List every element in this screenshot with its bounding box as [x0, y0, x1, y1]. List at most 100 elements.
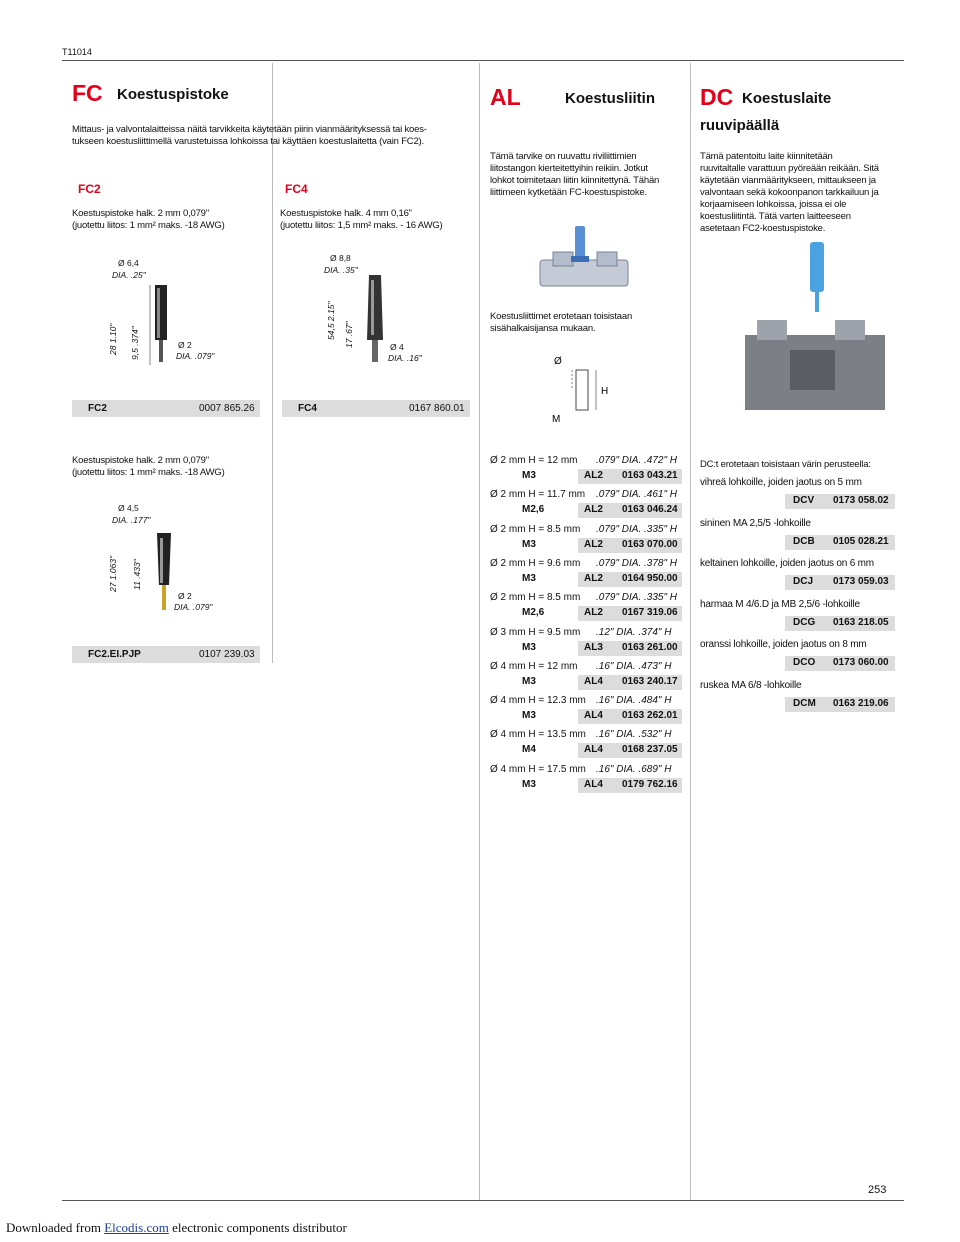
al-item-inch: .079" DIA. .378" H [596, 558, 678, 569]
al-item-thread: M3 [522, 573, 536, 584]
top-rule [62, 60, 904, 61]
diag-body [575, 369, 589, 411]
fc2-dia-bot-inch: DIA. .079" [176, 351, 215, 361]
al-item-thread: M3 [522, 470, 536, 481]
fc2-dia-top-inch: DIA. .25" [112, 270, 146, 280]
fc4-order-type: FC4 [298, 403, 317, 414]
fc4-dia-top-inch: DIA. .35" [324, 265, 358, 275]
al-item-code-box [578, 469, 682, 484]
al-item-spec: Ø 4 mm H = 12 mm [490, 661, 578, 672]
al-item-thread: M3 [522, 779, 536, 790]
al-item-spec: Ø 4 mm H = 17.5 mm [490, 764, 586, 775]
al-item-ref: AL4 [584, 779, 603, 790]
fc4-label: FC4 [285, 182, 308, 196]
al-item-code-box [578, 538, 682, 553]
fc2-pjp-dia-top: Ø 4,5 [118, 503, 139, 513]
fc4-order-code: 0167 860.01 [409, 403, 465, 414]
al-item-code: 0163 261.00 [622, 642, 678, 653]
al-item-spec: Ø 2 mm H = 11.7 mm [490, 489, 586, 500]
al-item-code: 0163 046.24 [622, 504, 678, 515]
dc-item-ref: DCV [793, 495, 815, 506]
dc-item-code: 0173 060.00 [833, 657, 889, 668]
al-item-inch: .16" DIA. .689" H [596, 764, 672, 775]
fc2-length: 28 1.10" [108, 323, 118, 355]
al-item-spec: Ø 4 mm H = 13.5 mm [490, 729, 586, 740]
fc4-order-row: FC4 0167 860.01 [282, 400, 470, 417]
al-item-ref: AL2 [584, 607, 603, 618]
dc-item-ref: DCO [793, 657, 816, 668]
al-item-thread: M3 [522, 539, 536, 550]
al-item-code-box [578, 606, 682, 621]
test-connector-base [571, 256, 589, 262]
al-item-code-box [578, 572, 682, 587]
column-divider [272, 63, 273, 663]
dc-title: Koestuslaite [742, 90, 832, 107]
fc2-pjp-highlight [160, 538, 163, 583]
fc4-description: Koestuspistoke halk. 4 mm 0,16" (juotett… [280, 208, 443, 231]
footer-source: Downloaded from Elcodis.com electronic c… [6, 1220, 347, 1235]
fc2-pjp-length2: 11 .433" [132, 559, 142, 590]
al-item-ref: AL4 [584, 710, 603, 721]
fc2-order-row: FC2 0007 865.26 [72, 400, 260, 417]
al-item-ref: AL2 [584, 539, 603, 550]
dc-item-text: oranssi lohkoille, joiden jaotus on 8 mm [700, 639, 867, 650]
fc2-plug-drawing [149, 285, 167, 365]
dc-item-code-box [785, 616, 895, 631]
fc-description: Mittaus- ja valvontalaitteissa näitä tar… [72, 124, 427, 147]
dc-item-text: harmaa M 4/6.D ja MB 2,5/6 -lohkoille [700, 599, 860, 610]
column-divider [479, 63, 480, 1200]
fc2-pin [159, 340, 163, 362]
fc2-pjp-order-row: FC2.EI.PJP 0107 239.03 [72, 646, 260, 663]
dc-item-ref: DCB [793, 536, 815, 547]
al-item-code: 0163 043.21 [622, 470, 678, 481]
al-item-code-box [578, 503, 682, 518]
al-code: AL [490, 84, 521, 110]
fc2-label: FC2 [78, 182, 101, 196]
dc-item-code-box [785, 535, 895, 550]
dc-item-ref: DCM [793, 698, 816, 709]
al-item-code: 0163 240.17 [622, 676, 678, 687]
al-item-code: 0179 762.16 [622, 779, 678, 790]
fc-code: FC [72, 80, 103, 106]
fc4-plug-drawing [367, 275, 383, 362]
dc-item-code: 0173 059.03 [833, 576, 889, 587]
fc2-pjp-order-type: FC2.EI.PJP [88, 649, 141, 660]
dc-item-code-box [785, 656, 895, 671]
fc2-pjp-plug-drawing [157, 533, 171, 610]
dc-item-text: vihreä lohkoille, joiden jaotus on 5 mm [700, 477, 862, 488]
dc-item-text: keltainen lohkoille, joiden jaotus on 6 … [700, 558, 874, 569]
diag-o-label: Ø [554, 356, 562, 367]
dc-item-code: 0163 219.06 [833, 698, 889, 709]
diag-m-label: M [552, 414, 560, 425]
page-number: 253 [868, 1184, 887, 1196]
fc4-body [367, 275, 383, 340]
dc-item-ref: DCG [793, 617, 816, 628]
fc2-body [155, 285, 167, 340]
fc2-pjp-description: Koestuspistoke halk. 2 mm 0,079" (juotet… [72, 455, 225, 478]
fc2-pjp-dia-bot-inch: DIA. .079" [174, 602, 213, 612]
al-item-thread: M3 [522, 710, 536, 721]
footer-link[interactable]: Elcodis.com [104, 1220, 169, 1235]
terminal-clamp [596, 251, 618, 267]
al-terminal-photo [539, 226, 629, 287]
fc2-pjp-body [157, 533, 171, 585]
fc2-pjp-dia-bot: Ø 2 [178, 591, 192, 601]
fc4-dia-bot: Ø 4 [390, 342, 404, 352]
al-item-inch: .16" DIA. .473" H [596, 661, 672, 672]
column-divider [690, 63, 691, 1200]
fc2-length2: 9,5 .374" [130, 326, 140, 360]
al-item-inch: .16" DIA. .484" H [596, 695, 672, 706]
al-note: Koestusliittimet erotetaan toisistaan si… [490, 311, 633, 334]
dc-item-code: 0105 028.21 [833, 536, 889, 547]
dc-title-2: ruuvipäällä [700, 117, 780, 134]
fc4-highlight [371, 280, 374, 335]
dc-item-text: ruskea MA 6/8 -lohkoille [700, 680, 802, 691]
fc2-dia-bot: Ø 2 [178, 340, 192, 350]
dc-item-code-box [785, 494, 895, 509]
al-item-spec: Ø 4 mm H = 12.3 mm [490, 695, 586, 706]
fc2-highlight [157, 288, 160, 338]
al-item-spec: Ø 2 mm H = 9.6 mm [490, 558, 581, 569]
al-item-inch: .12" DIA. .374" H [596, 627, 672, 638]
al-item-inch: .079" DIA. .335" H [596, 524, 678, 535]
al-item-code-box [578, 743, 682, 758]
